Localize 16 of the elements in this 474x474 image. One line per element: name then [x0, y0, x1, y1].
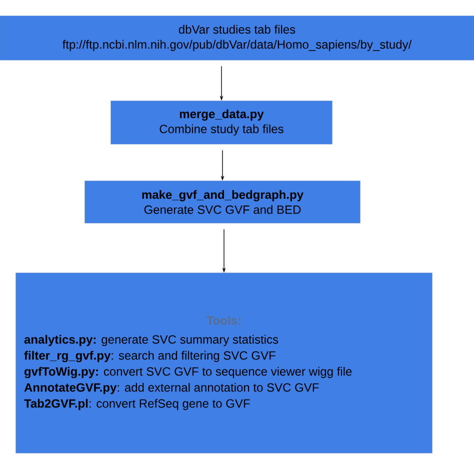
source-box	[0, 16, 474, 60]
source-title: dbVar studies tab files	[178, 24, 296, 34]
process-box	[110, 100, 332, 144]
tool-description: AnnotateGVF.py: add external annotation to SVC GVF	[24, 382, 319, 394]
tools-heading: Tools:	[206, 316, 240, 325]
step-description: Generate SVC GVF and BED	[144, 205, 301, 214]
file-name: make_gvf_and_bedgraph.py	[142, 190, 304, 202]
tools-box	[16, 272, 432, 454]
tool-description: gvfToWig.py: convert SVC GVF to sequence viewer wigg file	[24, 366, 352, 378]
url: ftp://ftp.ncbi.nlm.nih.gov/pub/dbVar/data/Homo_sapiens/by_study/	[62, 40, 412, 52]
step-description: Combine study tab files	[160, 124, 284, 136]
file-name: merge_data.py	[180, 109, 264, 121]
tool-description: Tab2GVF.pl: convert RefSeq gene to GVF	[24, 398, 250, 410]
tool-description: analytics.py: generate SVC summary statistics	[24, 334, 278, 346]
tool-description: filter_rg_gvf.py: search and filtering SVC GVF	[24, 350, 276, 362]
process-box	[84, 180, 360, 224]
